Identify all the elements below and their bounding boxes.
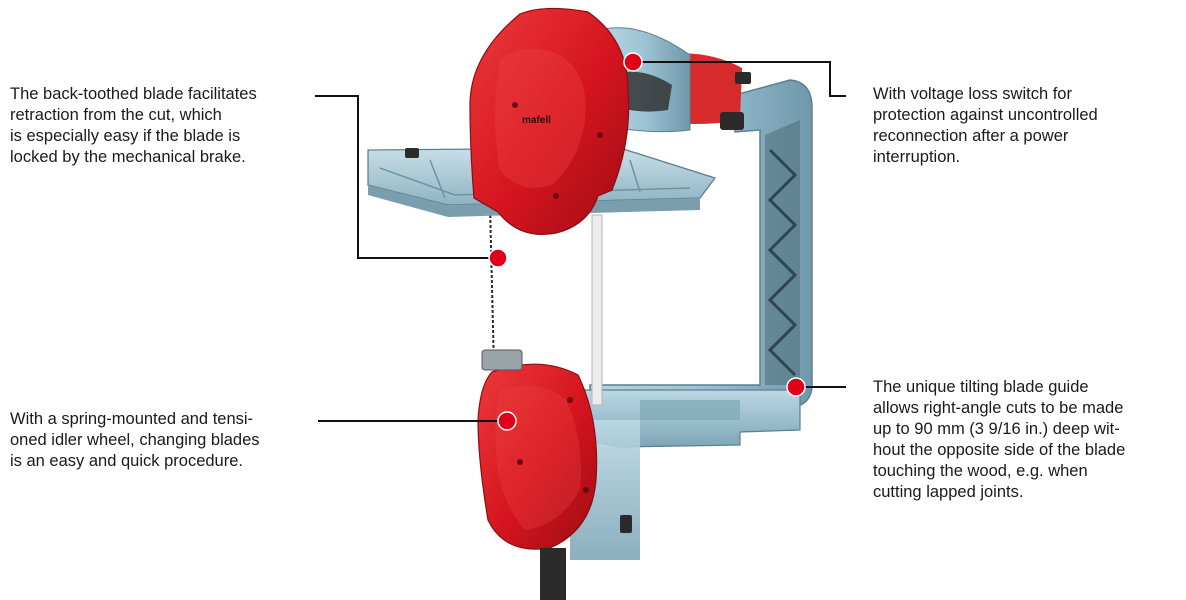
- marker-voltage-switch: [623, 52, 643, 72]
- upper-wheel-cover: mafell: [469, 7, 630, 235]
- callout-line: is an easy and quick procedure.: [10, 452, 243, 470]
- leader-lines: [315, 61, 846, 422]
- marker-idler-wheel: [497, 411, 517, 431]
- callout-line: hout the opposite side of the blade: [873, 441, 1126, 459]
- callout-line: oned idler wheel, changing blades: [10, 431, 260, 449]
- callout-line: is especially easy if the blade is: [10, 127, 241, 145]
- markers: [488, 52, 806, 431]
- callout-line: interruption.: [873, 148, 961, 166]
- callout-tilting-guide: The unique tilting blade guide allows ri…: [873, 377, 1178, 503]
- callout-line: locked by the mechanical brake.: [10, 148, 246, 166]
- callout-line: The back-toothed blade facilitates: [10, 85, 257, 103]
- brand-logo: mafell: [522, 115, 551, 126]
- callout-line: retraction from the cut, which: [10, 106, 222, 124]
- callout-line: reconnection after a power: [873, 127, 1069, 145]
- callout-voltage-switch: With voltage loss switch for protection …: [873, 84, 1173, 168]
- lower-wheel-cover: [477, 349, 632, 550]
- callout-line: With voltage loss switch for: [873, 85, 1072, 103]
- callout-line: touching the wood, e.g. when: [873, 462, 1088, 480]
- marker-tilting-guide: [786, 377, 806, 397]
- guide-post: [591, 214, 603, 406]
- leader-line-voltage-switch: [633, 61, 846, 97]
- leader-line-blade-retraction: [315, 95, 498, 259]
- callout-line: allows right-angle cuts to be made: [873, 399, 1124, 417]
- callout-line: up to 90 mm (3 9/16 in.) deep wit-: [873, 420, 1120, 438]
- callout-blade-retraction: The back-toothed blade facilitates retra…: [10, 84, 310, 168]
- callout-line: The unique tilting blade guide: [873, 378, 1089, 396]
- callout-idler-wheel: With a spring-mounted and tensi- oned id…: [10, 409, 310, 472]
- callout-line: With a spring-mounted and tensi-: [10, 410, 254, 428]
- foot: [540, 548, 566, 600]
- marker-blade-retraction: [488, 248, 508, 268]
- saw-blade: [489, 204, 495, 369]
- callout-line: protection against uncontrolled: [873, 106, 1098, 124]
- callout-line: cutting lapped joints.: [873, 483, 1024, 501]
